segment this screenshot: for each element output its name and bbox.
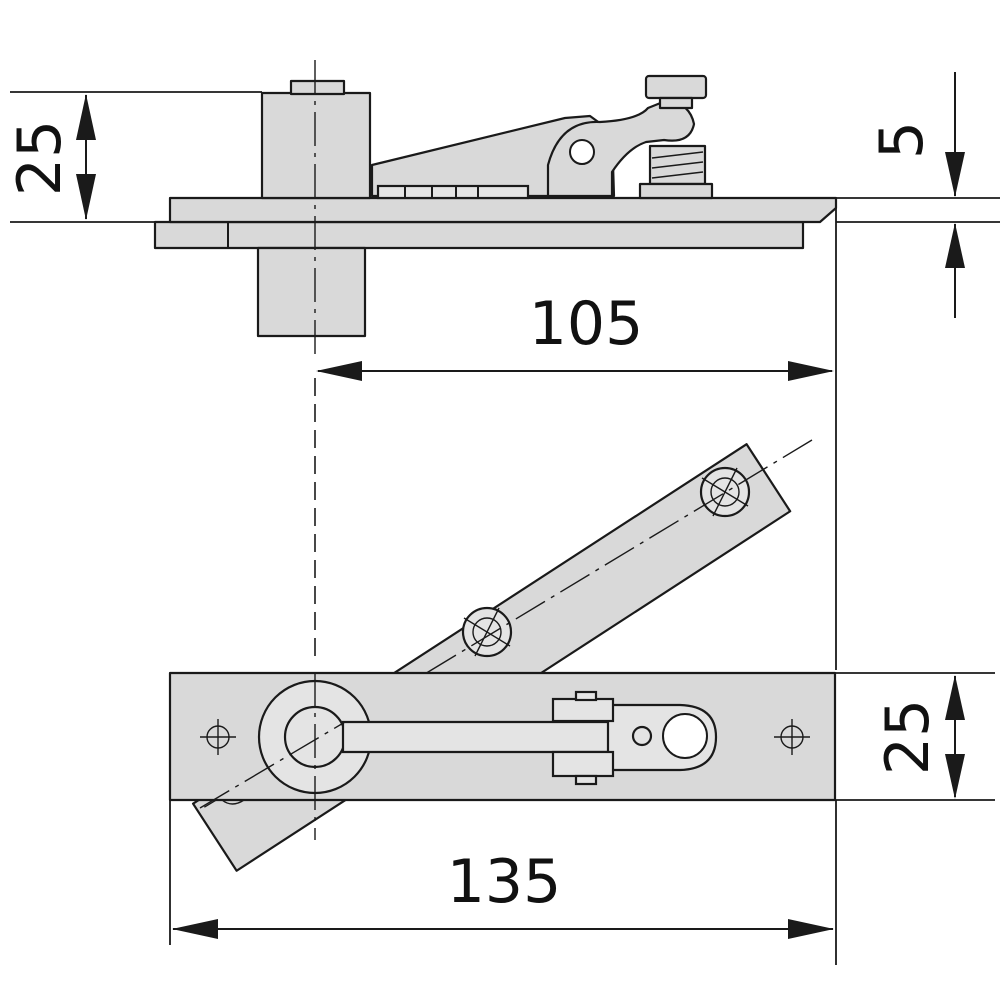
- dim-top-right-gap: 5: [836, 72, 1000, 318]
- plan-lever-hole: [662, 713, 708, 759]
- dim-top-left-label: 25: [5, 120, 75, 196]
- plan-bracket-bottom: [551, 750, 615, 778]
- dim-top-offset-label: 105: [529, 289, 644, 359]
- dim-bottom-length-label: 135: [447, 847, 562, 917]
- plan-arm: [341, 720, 612, 754]
- plan-bracket-top: [551, 697, 615, 723]
- dim-bottom-right-label: 25: [873, 699, 943, 775]
- dim-bottom-length: 135: [169, 800, 837, 965]
- plate-screw-hole-right: [774, 719, 810, 755]
- dim-top-right-label: 5: [867, 121, 937, 159]
- lower-plate: [153, 220, 805, 250]
- hinge-plan-view: [168, 439, 837, 872]
- arm-teeth: [376, 184, 530, 200]
- hinge-side-view: [153, 74, 838, 338]
- adjust-screw-nut: [638, 182, 714, 200]
- dim-top-offset: 105: [316, 198, 837, 670]
- plate-screw-hole-left: [200, 719, 236, 755]
- pivot-cap: [289, 79, 346, 96]
- adjust-screw-neck: [658, 96, 694, 110]
- upper-plate: [168, 196, 838, 224]
- pivot-bushing-lower: [256, 246, 367, 338]
- rotated-plate: [191, 443, 792, 872]
- dim-top-left-height: 25: [5, 91, 262, 223]
- dim-bottom-right-height: 25: [835, 672, 995, 801]
- adjust-screw-head: [644, 74, 708, 100]
- pivot-body-upper: [260, 91, 372, 200]
- lever-pivot-hole: [569, 139, 595, 165]
